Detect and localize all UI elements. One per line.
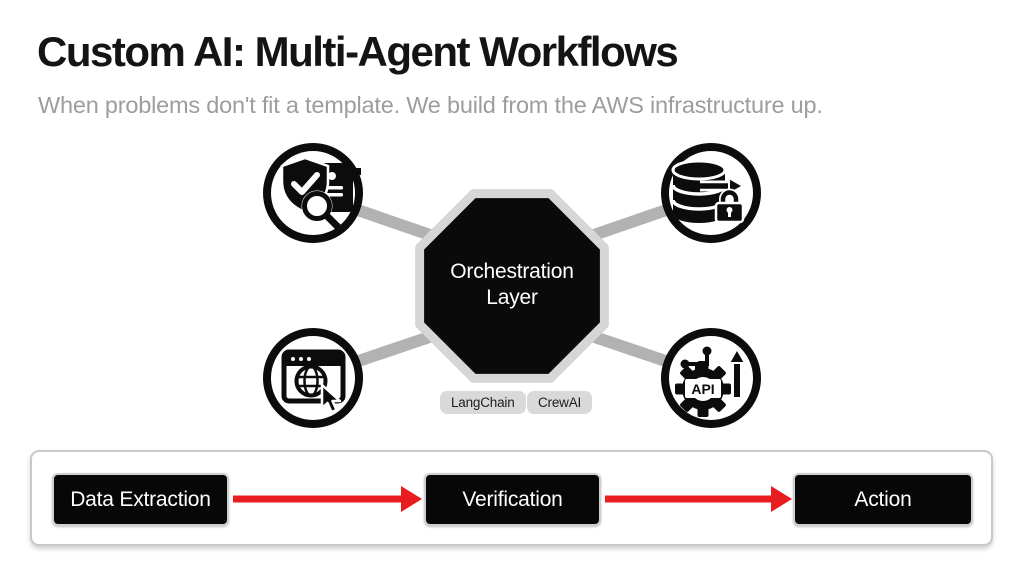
node-circle-bottom-left bbox=[263, 328, 363, 428]
flow-step-label: Verification bbox=[462, 487, 563, 511]
shield-check-document-magnifier-icon bbox=[280, 156, 361, 233]
framework-chip-langchain: LangChain bbox=[440, 391, 526, 414]
flow-step-data-extraction: Data Extraction bbox=[52, 473, 229, 526]
flow-step-label: Action bbox=[854, 487, 912, 511]
web-browser-globe-cursor-icon bbox=[281, 349, 346, 414]
connector-top-right bbox=[560, 191, 706, 252]
framework-chip-crewai: CrewAI bbox=[527, 391, 593, 414]
node-circle-top-right bbox=[661, 143, 761, 243]
node-circle-top-left bbox=[263, 143, 363, 243]
page-title: Custom AI: Multi-Agent Workflows bbox=[37, 28, 679, 75]
api-gear-circuit-arrow-icon: API bbox=[675, 346, 747, 417]
svg-text:API: API bbox=[691, 381, 714, 397]
framework-chip-label: LangChain bbox=[451, 395, 515, 410]
page-subtitle: When problems don't fit a template. We b… bbox=[38, 92, 823, 118]
hub-label: Orchestration Layer bbox=[422, 259, 602, 311]
framework-chip-label: CrewAI bbox=[538, 395, 582, 410]
secure-database-arrow-lock-icon bbox=[671, 159, 746, 224]
connector-top-left bbox=[318, 191, 464, 252]
hub-label-line2: Layer bbox=[486, 286, 538, 309]
flow-step-label: Data Extraction bbox=[70, 487, 211, 511]
connector-bottom-right bbox=[560, 320, 706, 380]
hub-label-line1: Orchestration bbox=[450, 260, 574, 283]
connector-bottom-left bbox=[318, 320, 464, 380]
flow-step-verification: Verification bbox=[424, 473, 601, 526]
flow-step-action: Action bbox=[793, 473, 973, 526]
node-circle-bottom-right bbox=[661, 328, 761, 428]
